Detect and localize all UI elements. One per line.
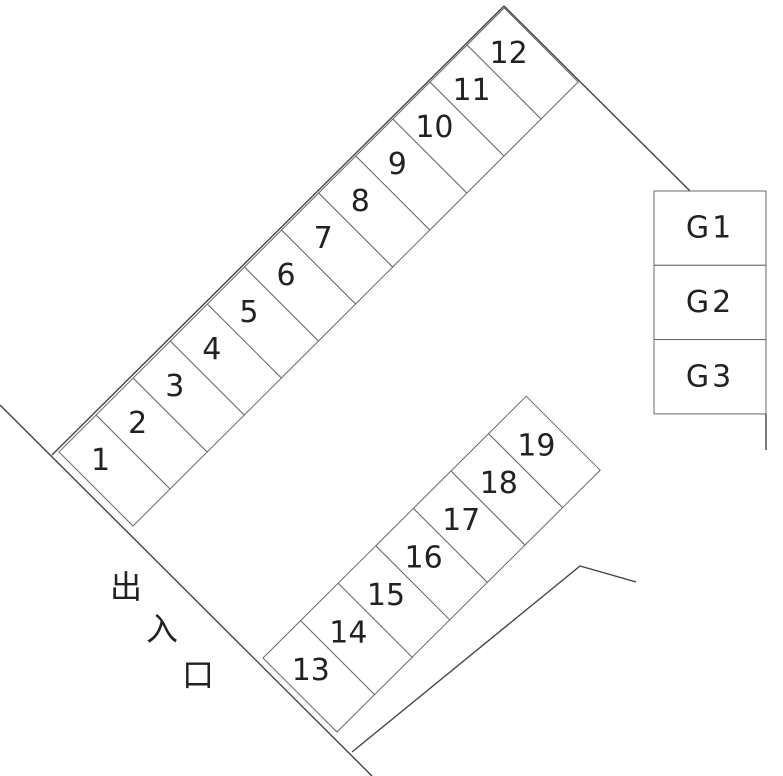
garage-label: G1 [686, 211, 734, 246]
upper-stall-label: 11 [452, 73, 490, 108]
wall-upper-diagonal [51, 5, 505, 456]
upper-stall-label: 3 [165, 369, 184, 404]
lower-stall-label: 15 [367, 578, 405, 613]
lower-stall-label: 13 [292, 653, 330, 688]
garage-g2[interactable] [653, 264, 767, 341]
upper-stall-label: 8 [351, 184, 370, 219]
upper-stall-12[interactable] [466, 7, 579, 120]
entrance-label: 出 入 口 [110, 568, 214, 694]
upper-stall-label: 4 [202, 332, 221, 367]
upper-stall-label: 10 [415, 110, 453, 145]
lower-stall-label: 19 [517, 428, 555, 463]
lower-stall-19[interactable] [487, 395, 601, 509]
garage-label: G3 [686, 359, 734, 394]
lower-stall-label: 16 [405, 541, 443, 576]
lower-stall-label: 14 [329, 615, 367, 650]
wall-inner-island [351, 565, 637, 753]
lower-stall-label: 18 [480, 466, 518, 501]
upper-stall-label: 7 [314, 221, 333, 256]
wall-upper-right [503, 5, 691, 192]
upper-stall-label: 2 [128, 406, 147, 441]
entrance-char-3: 口 [182, 656, 214, 694]
wall-left-diagonal [0, 404, 373, 776]
upper-stall-label: 1 [91, 443, 110, 478]
upper-stall-label: 9 [388, 147, 407, 182]
garage-g1[interactable] [653, 190, 767, 266]
lower-stall-label: 17 [442, 503, 480, 538]
garage-label: G2 [686, 285, 734, 320]
upper-stall-label: 12 [490, 36, 528, 71]
upper-stall-label: 6 [277, 258, 296, 293]
upper-stall-label: 5 [239, 295, 258, 330]
garage-g3[interactable] [653, 339, 767, 415]
entrance-char-1: 出 [110, 568, 142, 606]
boundary-walls [0, 5, 767, 776]
entrance-char-2: 入 [146, 610, 178, 648]
